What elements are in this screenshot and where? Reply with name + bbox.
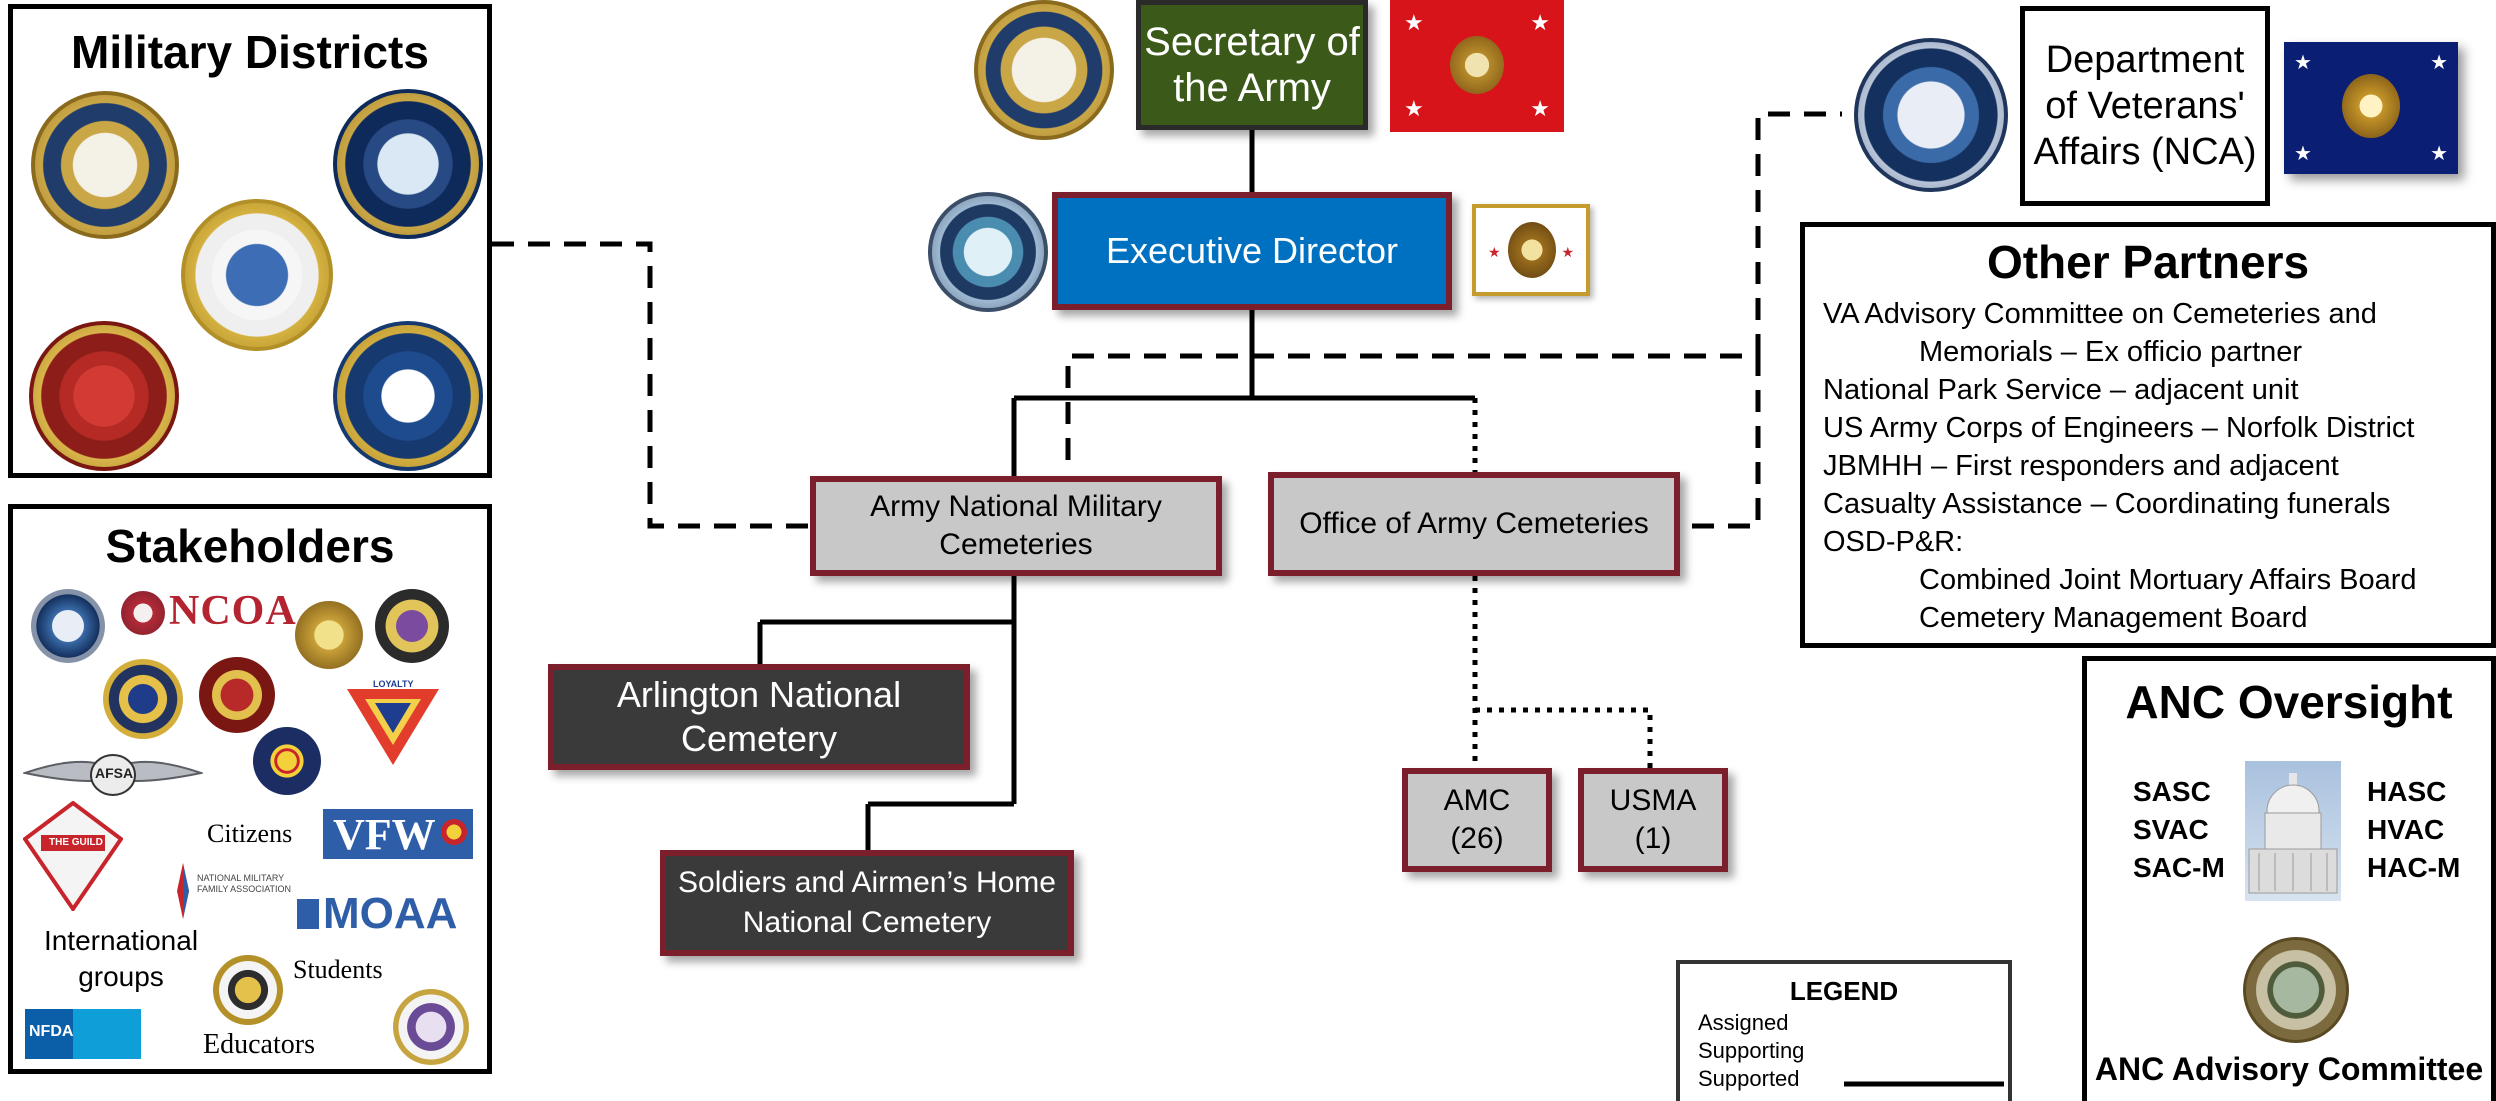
executive-flag-icon: ★ ★ [1472, 204, 1590, 296]
dash-districts-anmc [492, 241, 810, 529]
capitol-building-icon [2245, 761, 2341, 901]
legend-item-supported: Supported [1698, 1066, 1800, 1091]
purple-heart-seal-icon [375, 589, 449, 663]
legend-item-assigned: Assigned [1698, 1010, 1789, 1035]
marine-corps-seal-icon [29, 321, 179, 471]
partner-line: VA Advisory Committee on Cemeteries and [1823, 298, 2377, 330]
dash-va-top [1755, 111, 1842, 356]
army-seal-icon [974, 0, 1114, 140]
secretary-of-the-army-box: Secretary of the Army [1136, 0, 1368, 130]
oac-box: Office of Army Cemeteries [1268, 472, 1680, 576]
usma-label: USMA (1) [1609, 784, 1697, 855]
the-guild-logo-icon: THE GUILD [22, 800, 124, 913]
stakeholders-panel: Stakeholders NCOA LOYALTY AFSA THE GUILD… [8, 504, 492, 1074]
va-flag-icon: ★ ★ ★ ★ [2284, 42, 2458, 174]
citizens-label: Citizens [207, 819, 293, 848]
marine-league-seal-icon [199, 657, 275, 733]
amc-box: AMC (26) [1402, 768, 1552, 872]
usma-box: USMA (1) [1578, 768, 1728, 872]
nmfa-label: NATIONAL MILITARY FAMILY ASSOCIATION [197, 873, 292, 894]
army-flag-icon: ★ ★ ★ ★ [1390, 0, 1564, 132]
stakeholders-title: Stakeholders [105, 520, 395, 572]
army-department-seal-icon [31, 91, 179, 239]
loyalty-label: LOYALTY [373, 679, 414, 689]
oversight-item: HASC [2367, 776, 2447, 807]
dot-sites-h [1475, 707, 1653, 774]
educator-seal-icon [393, 989, 469, 1065]
partner-line: Cemetery Management Board [1919, 602, 2308, 634]
vfw-logo: VFW [323, 809, 473, 859]
anmc-label: Army National Military Cemeteries [870, 490, 1162, 561]
partner-line: National Park Service – adjacent unit [1823, 374, 2299, 406]
loyalty-logo-icon: LOYALTY [343, 679, 443, 771]
partner-line: Combined Joint Mortuary Affairs Board [1919, 564, 2417, 596]
oversight-house-list: HASC HVAC HAC-M [2367, 773, 2460, 887]
anc-oversight-title: ANC Oversight [2125, 676, 2453, 728]
oversight-item: HAC-M [2367, 852, 2461, 883]
office-army-cemeteries-seal-icon [928, 192, 1048, 312]
secretary-label: Secretary of the Army [1144, 20, 1360, 110]
oversight-item: HVAC [2367, 814, 2445, 845]
educators-label: Educators [203, 1029, 315, 1060]
nfda-logo: NFDA [25, 1009, 141, 1059]
arlington-label: Arlington National Cemetery [616, 674, 902, 759]
anc-advisory-committee-label: ANC Advisory Committee [2094, 1051, 2484, 1087]
partner-line: OSD-P&R: [1823, 526, 1964, 558]
ncoa-logo: NCOA [169, 588, 297, 634]
va-label: Department of Veterans' Affairs (NCA) [2033, 39, 2257, 173]
coast-guard-seal-icon [333, 321, 483, 471]
oversight-senate-list: SASC SVAC SAC-M [2133, 773, 2225, 887]
the-guild-label: THE GUILD [49, 837, 103, 848]
va-box: Department of Veterans' Affairs (NCA) [2020, 6, 2270, 206]
air-force-seal-icon [181, 199, 333, 351]
other-partners-panel: Other Partners VA Advisory Committee on … [1800, 222, 2496, 648]
nmfa-logo-icon: NATIONAL MILITARY FAMILY ASSOCIATION [173, 861, 323, 921]
partner-line: JBMHH – First responders and adjacent [1823, 450, 2339, 482]
legend-title: LEGEND [1789, 976, 1899, 1006]
academy-seal-icon [213, 955, 283, 1025]
stakeholder-seal-gold-icon [295, 601, 363, 669]
executive-director-box: Executive Director [1052, 192, 1452, 310]
arlington-box: Arlington National Cemetery [548, 664, 970, 770]
oversight-item: SAC-M [2133, 852, 2225, 883]
american-legion-seal-icon [103, 659, 183, 739]
moaa-logo: MOAA [297, 889, 477, 939]
amc-label: AMC (26) [1443, 784, 1511, 855]
oac-label: Office of Army Cemeteries [1299, 507, 1649, 540]
military-districts-panel: Military Districts [8, 4, 492, 478]
oversight-item: SVAC [2133, 814, 2209, 845]
va-seal-icon [1854, 38, 2008, 192]
military-districts-title: Military Districts [71, 26, 429, 78]
soldiers-home-label: Soldiers and Airmen’s Home National Ceme… [678, 866, 1056, 939]
vietnam-veterans-seal-icon [253, 727, 321, 795]
students-label: Students [293, 955, 383, 984]
executive-director-label: Executive Director [1105, 230, 1399, 271]
partner-line: US Army Corps of Engineers – Norfolk Dis… [1823, 412, 2415, 444]
anmc-box: Army National Military Cemeteries [810, 476, 1222, 576]
va-small-seal-icon [31, 589, 105, 663]
anc-oversight-panel: ANC Oversight SASC SVAC SAC-M HASC HVAC … [2082, 656, 2496, 1101]
anc-advisory-seal-icon [2243, 937, 2349, 1043]
legend-item-supporting: Supporting [1698, 1038, 1805, 1063]
legend-solid-line-sample [1844, 1081, 2004, 1087]
afsa-label: AFSA [95, 765, 134, 781]
international-groups-label: International groups [43, 925, 199, 992]
oversight-item: SASC [2133, 776, 2211, 807]
partner-line: Casualty Assistance – Coordinating funer… [1823, 488, 2391, 520]
afsa-wings-logo-icon: AFSA [21, 745, 205, 805]
partner-line: Memorials – Ex officio partner [1919, 336, 2303, 368]
navy-seal-icon [333, 89, 483, 239]
stakeholder-seal-small-icon [121, 591, 165, 635]
soldiers-home-box: Soldiers and Airmen’s Home National Ceme… [660, 850, 1074, 956]
legend-box: LEGEND Assigned Supporting Supported [1676, 960, 2012, 1101]
other-partners-title: Other Partners [1986, 236, 2310, 288]
